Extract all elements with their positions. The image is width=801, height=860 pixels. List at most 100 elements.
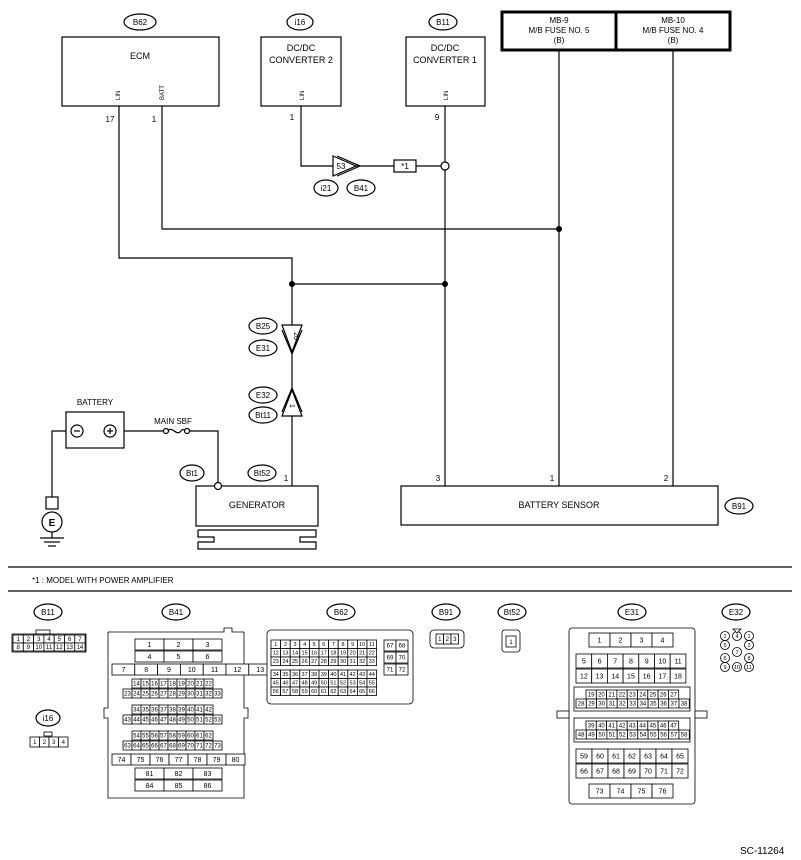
connector-pin-label: 78: [194, 757, 202, 764]
connector-pin-label: 64: [133, 744, 140, 750]
connector-pin-label: 29: [178, 692, 185, 698]
connector-pin-label: 45: [142, 718, 149, 724]
connector-pin-label: 51: [330, 681, 336, 687]
connector-pin-label: 8: [341, 642, 344, 648]
connector-pin-label: 75: [137, 757, 145, 764]
ecm-pin-17: 17: [106, 115, 115, 124]
connector-pin-label: 13: [596, 673, 604, 680]
connector-pin-label: 16: [151, 682, 158, 688]
connector-pin-label: 43: [629, 724, 636, 730]
connector-pin-label: 17: [160, 682, 167, 688]
svg-text:B11: B11: [436, 18, 450, 27]
connector-pin-label: 31: [350, 659, 356, 665]
connector-pin-label: 20: [187, 682, 194, 688]
connector-pin-label: 38: [681, 702, 688, 708]
connector-pin-label: 71: [387, 668, 394, 674]
junction-open-circle: [440, 161, 450, 171]
connector-pin-label: 9: [351, 642, 354, 648]
connector-pin-label: 21: [196, 682, 203, 688]
connector-pin-label: 36: [151, 708, 158, 714]
connector-pin: [732, 647, 742, 657]
connector-pin-label: 38: [311, 672, 317, 678]
connector-pin-label: 10: [359, 642, 365, 648]
connector-pin-label: 46: [660, 724, 667, 730]
connector-pin-label: 63: [124, 744, 131, 750]
connector-pin-label: 22: [205, 682, 212, 688]
connector-pin-label: 62: [628, 753, 636, 760]
junction-dot: [289, 281, 295, 287]
connector-pin-label: 1: [16, 637, 20, 643]
svg-text:(B): (B): [554, 36, 565, 45]
connector-pin: [212, 688, 223, 699]
connector-pin: [651, 632, 674, 648]
connector-pin-label: 12: [234, 667, 242, 674]
svg-text:M/B FUSE NO. 4: M/B FUSE NO. 4: [643, 26, 704, 35]
connector-pin-label: 42: [619, 724, 626, 730]
connector-pin-label: 64: [350, 689, 356, 695]
connector-pin-label: 3: [52, 740, 56, 746]
connector-pin-label: 71: [196, 744, 203, 750]
mb10-fuse-block: MB-10 M/B FUSE NO. 4 (B): [614, 10, 732, 52]
connector-pin-label: 66: [151, 744, 158, 750]
svg-text:Bt11: Bt11: [255, 411, 271, 420]
connector-pin-label: 68: [612, 768, 620, 775]
connector-pin-label: 35: [142, 708, 149, 714]
connector-pin-label: 57: [671, 733, 678, 739]
svg-text:1: 1: [509, 640, 513, 646]
connector-pin-label: 15: [142, 682, 149, 688]
connector-pin-label: 56: [151, 734, 158, 740]
connector-pin-label: 47: [160, 718, 167, 724]
connector-pin-label: 4: [661, 637, 665, 644]
connector-pin-label: 37: [302, 672, 308, 678]
connector-pin-label: 77: [175, 757, 183, 764]
connector-pin-label: 66: [580, 768, 588, 775]
connector-pin-label: 14: [611, 673, 619, 680]
ecm-label: ECM: [130, 51, 150, 61]
connector-pin-label: 5: [58, 637, 62, 643]
connector-pin-label: 41: [340, 672, 346, 678]
connector-pin-label: 24: [133, 692, 140, 698]
connector-pin: [744, 640, 754, 650]
connector-pin-label: 15: [627, 673, 635, 680]
battery-sensor-component: BATTERY SENSOR 3 1 2: [400, 474, 719, 526]
connector-pin-label: 48: [302, 681, 308, 687]
connector-pin-label: 12: [273, 651, 279, 657]
connector-pin-label: 24: [639, 693, 646, 699]
svg-text:E31: E31: [625, 608, 640, 617]
connector-pin-label: 34: [273, 672, 279, 678]
svg-text:(B): (B): [668, 36, 679, 45]
connector-pin-label: 47: [670, 724, 677, 730]
connector-pin-label: 67: [387, 644, 394, 650]
connector-pin-label: 45: [273, 681, 279, 687]
connector-pin-label: 3: [453, 637, 457, 643]
footnote: *1 : MODEL WITH POWER AMPLIFIER: [32, 576, 174, 585]
connector-pin-label: 11: [46, 645, 53, 651]
connector-pin-label: 68: [399, 644, 406, 650]
svg-text:B91: B91: [439, 608, 454, 617]
connector-pin-label: 74: [118, 757, 126, 764]
connector-pin: [720, 662, 730, 672]
connector-pin-label: 23: [273, 659, 279, 665]
connector-pin-label: 76: [659, 788, 667, 795]
connector-pin-label: 45: [650, 724, 657, 730]
svg-text:E31: E31: [256, 344, 271, 353]
connector-pin-label: 62: [205, 734, 212, 740]
connector-pin-label: 7: [78, 637, 82, 643]
dcdc1-pin-9: 9: [435, 113, 440, 122]
connector-pin-label: 60: [596, 753, 604, 760]
connector-pin-label: 29: [330, 659, 336, 665]
connector-pin-label: 48: [169, 718, 176, 724]
connector-pin-label: 69: [387, 656, 394, 662]
connector-pin-label: 32: [359, 659, 365, 665]
connector-pin-label: 40: [598, 724, 605, 730]
svg-text:M/B FUSE NO. 5: M/B FUSE NO. 5: [529, 26, 590, 35]
svg-text:1: 1: [550, 474, 555, 483]
connector-pin-label: 52: [340, 681, 346, 687]
connector-pin-label: 7: [332, 642, 335, 648]
connector-pin-label: 70: [644, 768, 652, 775]
connector-pin-label: 64: [660, 753, 668, 760]
